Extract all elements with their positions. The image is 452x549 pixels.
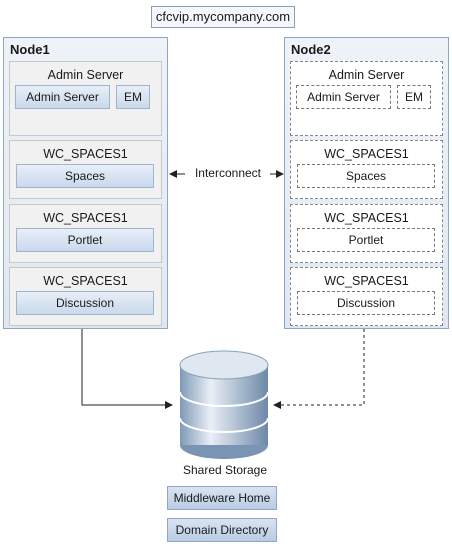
node2-admin-server-box: Admin Server xyxy=(296,85,391,109)
node2-discussion-box: Discussion xyxy=(297,291,435,315)
node2-portlet-box: Portlet xyxy=(297,228,435,252)
node1-group-title: WC_SPACES1 xyxy=(43,147,128,161)
node2-group-title: WC_SPACES1 xyxy=(324,147,409,161)
node2-spaces-box: Spaces xyxy=(297,164,435,188)
node2-group-title: WC_SPACES1 xyxy=(324,274,409,288)
node2-wc-spaces-group-3: WC_SPACES1 Discussion xyxy=(290,267,443,326)
shared-storage-label: Shared Storage xyxy=(182,463,268,477)
node2-admin-server-group: Admin Server Admin Server EM xyxy=(290,61,443,136)
node1-discussion-box: Discussion xyxy=(16,291,154,315)
node1-spaces-box: Spaces xyxy=(16,164,154,188)
node2-em-box: EM xyxy=(397,85,431,109)
node1-group-title: WC_SPACES1 xyxy=(43,211,128,225)
node1-portlet-box: Portlet xyxy=(16,228,154,252)
node2-wc-spaces-group-1: WC_SPACES1 Spaces xyxy=(290,140,443,199)
node1-group-title: WC_SPACES1 xyxy=(43,274,128,288)
node1-panel: Node1 Admin Server Admin Server EM WC_SP… xyxy=(3,37,168,329)
node2-storage-connector xyxy=(273,329,365,409)
node1-wc-spaces-group-1: WC_SPACES1 Spaces xyxy=(9,140,162,199)
virtual-ip-label: cfcvip.mycompany.com xyxy=(151,6,295,28)
node2-wc-spaces-group-2: WC_SPACES1 Portlet xyxy=(290,204,443,263)
node1-title: Node1 xyxy=(10,42,50,57)
node1-storage-connector xyxy=(81,329,173,409)
node1-admin-server-title: Admin Server xyxy=(47,68,124,82)
node2-panel: Node2 Admin Server Admin Server EM WC_SP… xyxy=(284,37,449,329)
node2-title: Node2 xyxy=(291,42,331,57)
middleware-home-box: Middleware Home xyxy=(167,486,277,510)
node2-admin-server-title: Admin Server xyxy=(328,68,405,82)
node1-wc-spaces-group-2: WC_SPACES1 Portlet xyxy=(9,204,162,263)
node1-admin-server-group: Admin Server Admin Server EM xyxy=(9,61,162,136)
node2-group-title: WC_SPACES1 xyxy=(324,211,409,225)
node1-admin-server-box: Admin Server xyxy=(15,85,110,109)
storage-cylinder-icon xyxy=(179,350,269,459)
node1-wc-spaces-group-3: WC_SPACES1 Discussion xyxy=(9,267,162,326)
node1-em-box: EM xyxy=(116,85,150,109)
domain-directory-box: Domain Directory xyxy=(167,518,277,542)
interconnect-label: Interconnect xyxy=(187,166,269,180)
